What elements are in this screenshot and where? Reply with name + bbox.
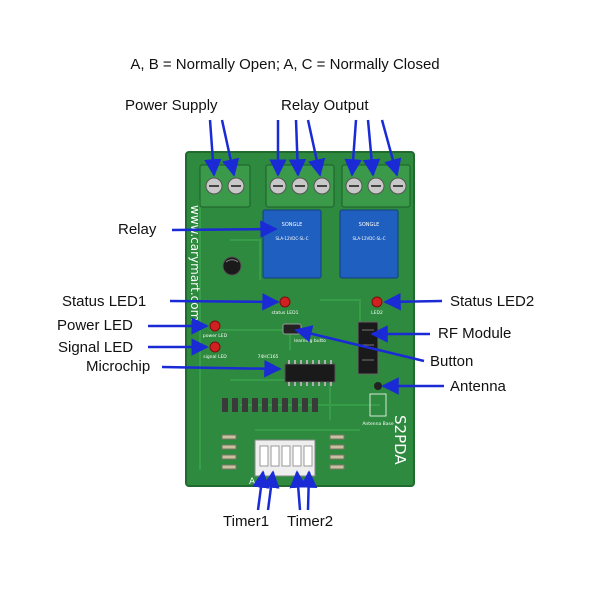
relay-1: SONGLE SLA-12VDC-SL-C: [262, 209, 322, 279]
relay-output-terminal-1: [265, 164, 335, 208]
svg-text:Antenna Base: Antenna Base: [362, 421, 394, 427]
svg-text:LED2: LED2: [371, 310, 383, 316]
label-relay-output: Relay Output: [281, 97, 369, 114]
svg-text:status LED1: status LED1: [272, 310, 299, 316]
antenna-base: Antenna Base: [362, 382, 394, 427]
callout-arrows: [148, 119, 444, 511]
resistor-groups: [221, 434, 345, 470]
svg-text:74HC165: 74HC165: [258, 354, 279, 360]
normally-open-closed-caption: A, B = Normally Open; A, C = Normally Cl…: [130, 56, 440, 73]
svg-text:SONGLE: SONGLE: [282, 222, 303, 228]
status-led1: [279, 296, 291, 308]
svg-text:SLA-12VDC-SL-C: SLA-12VDC-SL-C: [275, 236, 308, 241]
label-power-led: Power LED: [57, 317, 133, 334]
label-rf-module: RF Module: [438, 325, 512, 342]
signal-led: [209, 341, 221, 353]
svg-text:SLA-12VDC-SL-C: SLA-12VDC-SL-C: [352, 236, 385, 241]
svg-text:power LED: power LED: [203, 333, 228, 339]
svg-text:signal LED: signal LED: [203, 354, 227, 360]
svg-text:SONGLE: SONGLE: [359, 222, 380, 228]
label-status-led2: Status LED2: [450, 293, 535, 310]
label-microchip: Microchip: [86, 358, 151, 375]
status-led2: [371, 296, 383, 308]
power-led: [209, 320, 221, 332]
label-relay: Relay: [118, 221, 157, 238]
power-supply-terminal: [199, 164, 251, 208]
website-silkscreen: www.carymart.com: [188, 205, 202, 321]
model-silkscreen: S2PDA: [391, 415, 409, 465]
relay-2: SONGLE SLA-12VDC-SL-C: [339, 209, 399, 279]
label-power-supply: Power Supply: [125, 97, 218, 114]
label-antenna: Antenna: [450, 378, 506, 395]
svg-text:A: A: [249, 477, 256, 487]
label-signal-led: Signal LED: [58, 339, 134, 356]
capacitor: [222, 256, 242, 276]
label-timer2: Timer2: [287, 513, 334, 530]
label-status-led1: Status LED1: [62, 293, 147, 310]
label-timer1: Timer1: [223, 513, 270, 530]
svg-text:learning butto: learning butto: [294, 338, 326, 344]
microchip: 74HC165: [258, 354, 336, 386]
label-button: Button: [430, 353, 474, 370]
diode-row: [222, 398, 318, 412]
